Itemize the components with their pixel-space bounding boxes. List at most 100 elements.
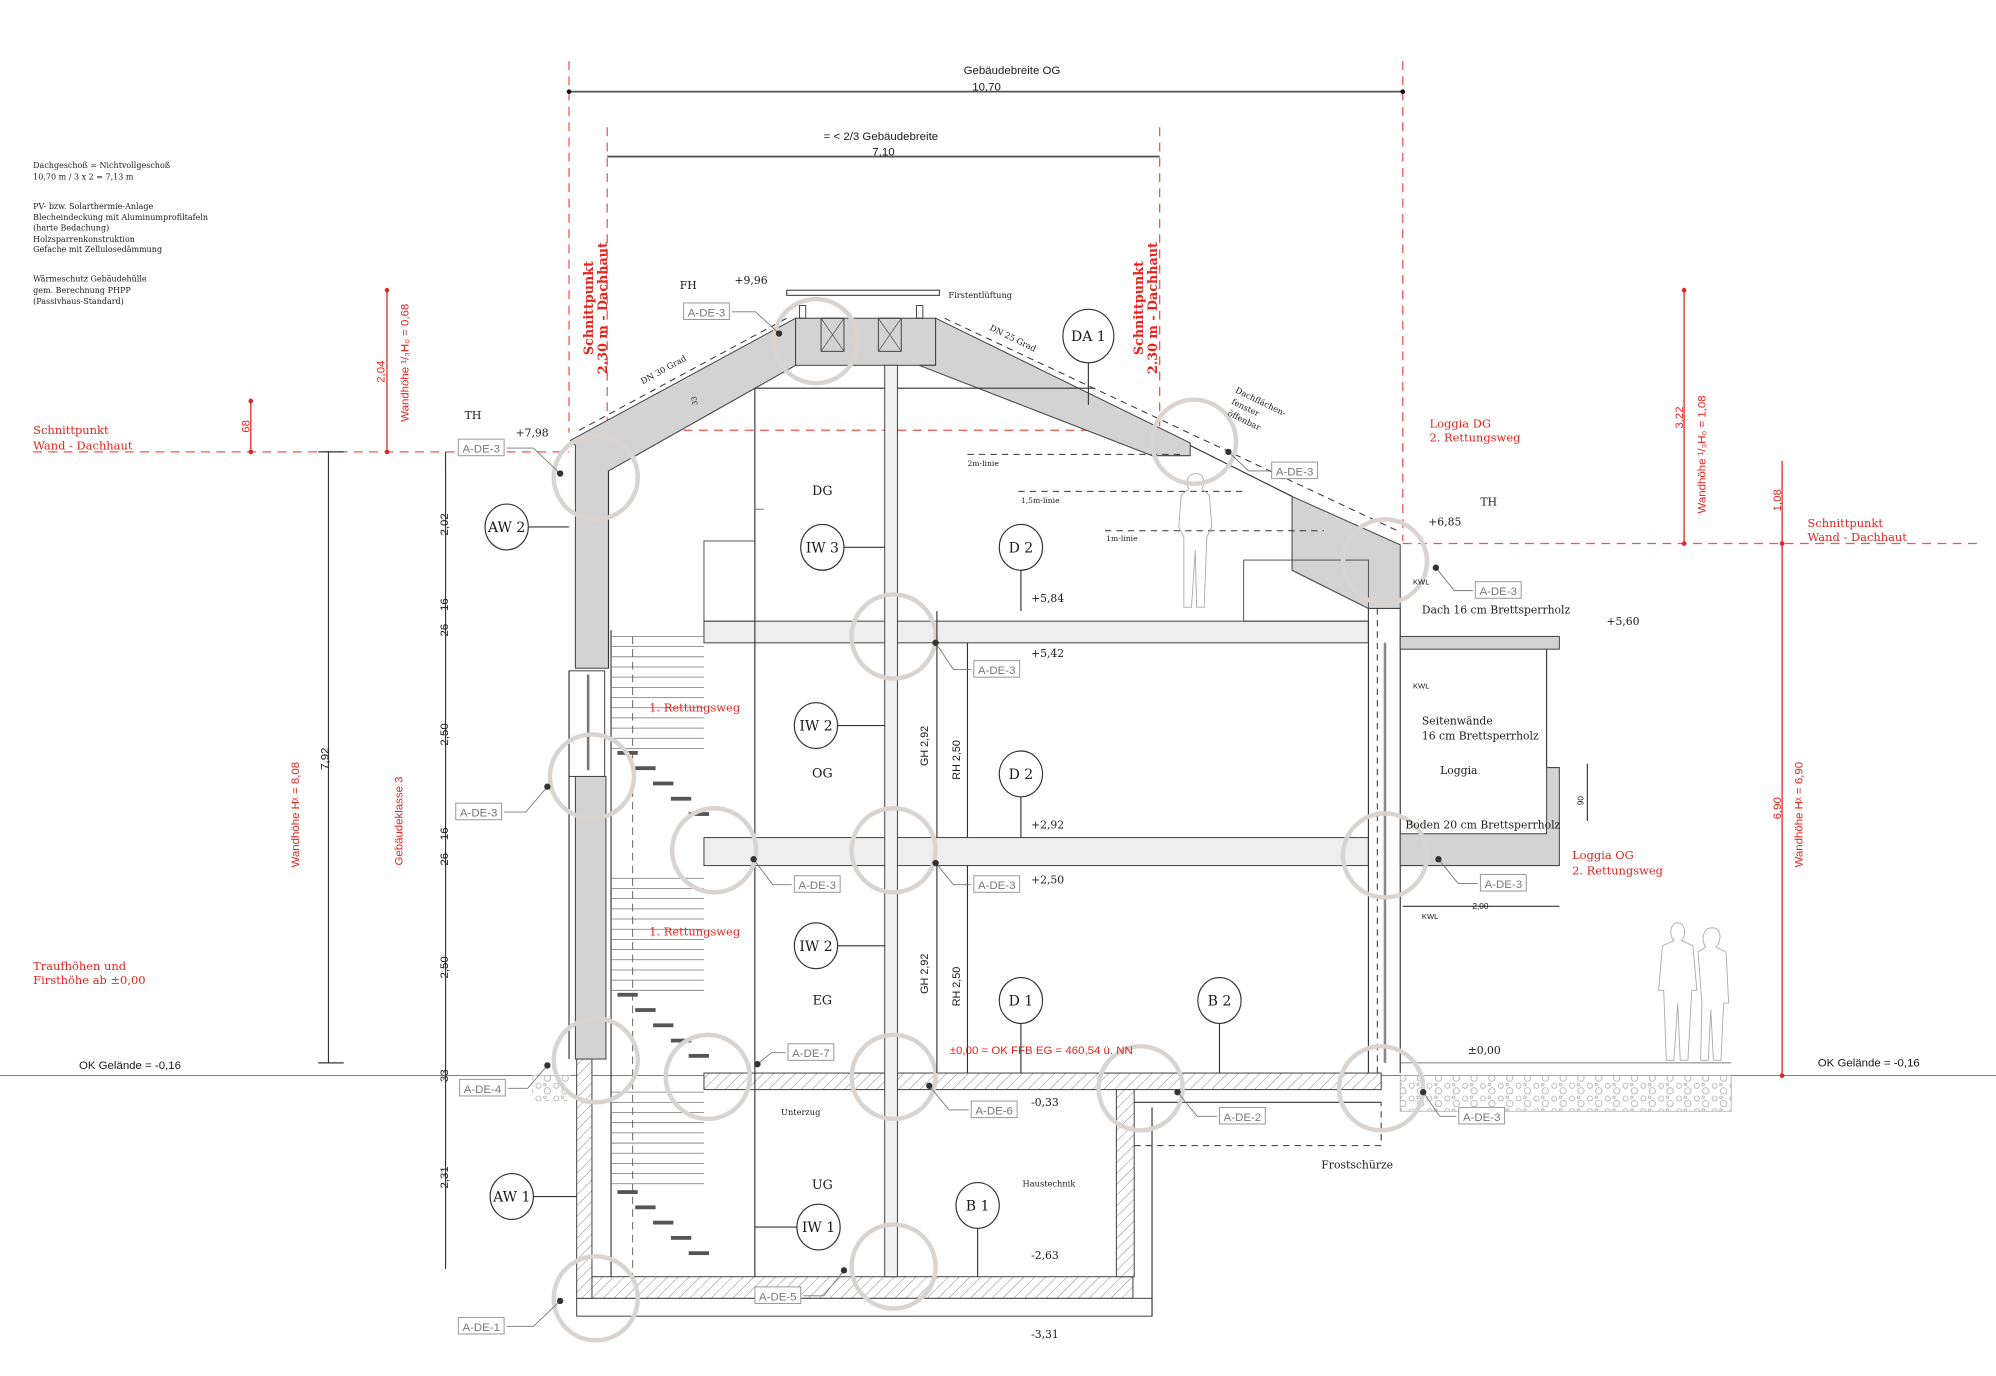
two-thirds-value: 7,10 [872,146,894,158]
parapet-height: 90 [1577,796,1586,806]
detail-circle [1096,1044,1185,1133]
detail-tag[interactable]: A-DE-4 [459,1062,551,1097]
stair-step [670,1235,692,1240]
stair-step [635,1008,656,1012]
note-6: Holzsparrenkonstruktion [33,235,135,244]
two-thirds-label: = < 2/3 Gebäudebreite [824,131,938,143]
detail-tag-label: A-DE-3 [688,307,726,319]
rh-og: RH 2,50 [951,740,963,780]
detail-tag[interactable]: A-DE-3 [1435,856,1527,892]
detail-tag-label: A-DE-4 [464,1084,502,1096]
loggia-dg-2: 2. Rettungsweg [1430,431,1521,445]
component-bubble-label: AW 1 [492,1190,530,1206]
detail-tag[interactable]: A-DE-3 [457,438,564,477]
level-ridge: +9,96 [735,274,768,287]
wandhoehe-left: Wandhöhe Hᵡ = 8,08 [290,762,302,868]
loggia-og-2: 2. Rettungsweg [1572,863,1663,877]
note-2: 10,70 m / 3 x 2 = 7,13 m [33,172,134,181]
component-bubble: AW 2 [484,503,570,551]
frostschuerze-label: Frostschürze [1321,1159,1393,1172]
line-1m-label: 1m-linie [1106,534,1138,543]
room-labels: DG OG EG UG Haustechnik Unterzug Loggia … [639,290,1586,1192]
unterzug-label: Unterzug [781,1107,821,1117]
detail-circle [551,433,640,522]
stair-step [670,796,692,801]
detail-tag-label: A-DE-1 [462,1322,500,1334]
dim-322: 3,22 [1674,406,1686,428]
detail-tag[interactable]: A-DE-3 [750,856,841,893]
left-dimension-chain: 2,02 16 26 2,50 16 26 2,50 33 2,31 7,92 [318,451,451,1270]
detail-tag[interactable]: A-DE-7 [754,1043,835,1068]
detail-tag[interactable]: A-DE-6 [926,1082,1018,1119]
component-bubble-label: B 2 [1208,994,1232,1010]
detail-tag-label: A-DE-3 [1479,586,1517,598]
detail-circle [551,1254,640,1343]
wandhoehe-third-left: Wandhöhe ¹/₃H₀ = 0,68 [400,304,412,422]
ground-level-left: OK Gelände = -0,16 [79,1060,181,1072]
rh-eg: RH 2,50 [951,967,963,1007]
note-8: Wärmeschutz Gebäudehülle [33,274,147,283]
note-10: (Passivhaus-Standard) [33,297,124,306]
loggia-structure [532,635,1732,1112]
line-2m-label: 2m-linie [967,459,999,468]
detail-tag[interactable]: A-DE-3 [1419,1088,1506,1125]
detail-tag-label: A-DE-3 [1463,1112,1501,1124]
dim-chain-4: 2,50 [439,723,451,745]
note-9: gem. Berechnung PHPP [33,286,131,295]
detail-tag[interactable]: A-DE-2 [1174,1088,1266,1125]
ffb-reference: ±0,00 = OK FFB EG = 460,54 ü. NN [950,1045,1133,1057]
leader-arrow-icon [926,1082,933,1089]
detail-circle [547,732,637,821]
note-4: Blecheindeckung mit Aluminumprofiltafeln [33,213,208,222]
detail-tag[interactable]: A-DE-3 [683,302,783,337]
detail-tag-label: A-DE-6 [975,1105,1013,1117]
schnittpunkt-right-1: Schnittpunkt [1808,516,1884,530]
leader-arrow-icon [1435,856,1442,863]
kwl-label-3: KWL [1422,912,1439,921]
detail-tag[interactable]: A-DE-3 [455,783,551,821]
detail-tag[interactable]: A-DE-3 [1225,448,1319,480]
detail-tags: A-DE-3A-DE-3A-DE-3A-DE-3A-DE-3A-DE-3A-DE… [455,302,1527,1335]
detail-circle [1340,517,1430,606]
detail-circle [1336,1044,1426,1133]
gebaeudeklasse: Gebäudeklasse 3 [393,777,405,866]
room-haustechnik: Haustechnik [1022,1178,1076,1188]
detail-tag[interactable]: A-DE-1 [457,1297,564,1335]
detail-tag-label: A-DE-3 [460,808,498,820]
building-width-value: 10,70 [972,81,1001,93]
note-7: Gefache mit Zellulosedämmung [33,245,162,254]
detail-tag[interactable]: A-DE-3 [932,859,1021,893]
leader-arrow-icon [932,639,939,646]
rettungsweg-og: 1. Rettungsweg [649,701,740,715]
leader-arrow-icon [775,330,783,337]
detail-tag-label: A-DE-3 [978,880,1015,892]
staircase [611,636,710,1277]
leader-arrow-icon [544,783,551,790]
component-bubble-label: IW 2 [799,719,832,735]
people-silhouettes-icon [1658,922,1730,1061]
detail-tag[interactable]: A-DE-3 [1432,564,1522,599]
room-ug: UG [812,1177,833,1192]
stair-step [635,1205,656,1210]
loggia-og-1: Loggia OG [1572,848,1634,862]
component-bubble-label: D 2 [1009,767,1034,783]
stair-step [653,1023,674,1028]
component-bubble-label: IW 1 [802,1220,835,1236]
schnittpunkt-left-2: Wand - Dachhaut [33,438,133,452]
detail-circle [849,1222,938,1311]
stair-step [653,781,674,786]
detail-tag-label: A-DE-3 [798,880,836,892]
detail-tag[interactable]: A-DE-3 [932,639,1021,678]
detail-tag[interactable]: A-DE-5 [754,1267,848,1304]
level-eaves-left: +7,98 [516,427,549,440]
dim-68: 68 [241,420,253,433]
detail-tag-label: A-DE-5 [759,1291,797,1303]
dach-label: Dach 16 cm Brettsperrholz [1422,604,1571,617]
component-bubble: AW 1 [489,1173,577,1221]
traufhoehen-2: Firsthöhe ab ±0,00 [33,973,145,987]
dim-chain-2: 16 [439,598,451,611]
component-bubble: B 2 [1197,977,1242,1074]
stair-step [688,1251,710,1256]
dim-chain-9: 2,31 [439,1166,451,1188]
